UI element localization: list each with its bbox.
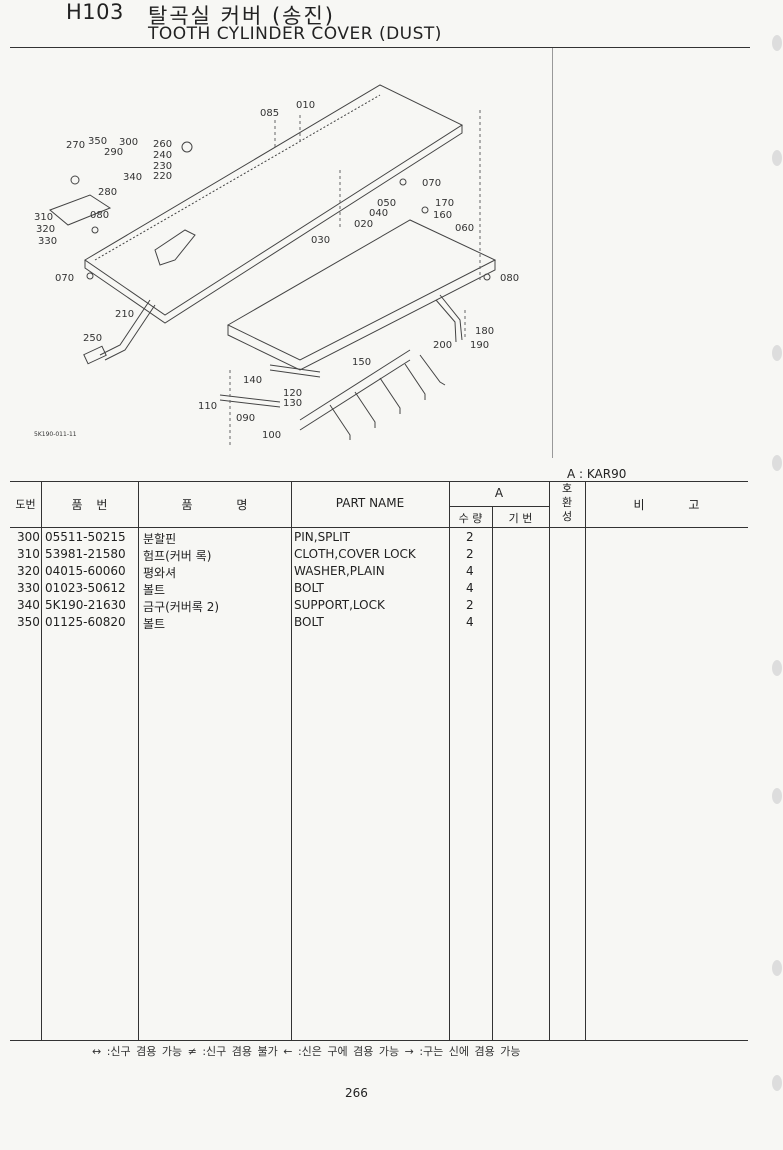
callout: 190	[470, 340, 489, 351]
callout: 040	[369, 208, 388, 219]
header-no: 도번	[15, 498, 36, 511]
callout: 340	[123, 172, 142, 183]
callout: 070	[422, 178, 441, 189]
callout: 170	[435, 198, 454, 209]
table-bottom-rule	[10, 1040, 748, 1041]
callout: 260	[153, 139, 172, 150]
callout: 300	[119, 137, 138, 148]
binder-hole	[772, 455, 782, 471]
callout: 350	[88, 136, 107, 147]
callout: 150	[352, 357, 371, 368]
callout: 210	[115, 309, 134, 320]
callout: 310	[34, 212, 53, 223]
callout: 030	[311, 235, 330, 246]
callout: 110	[198, 401, 217, 412]
callout: 080	[90, 210, 109, 221]
table-top-rule	[10, 481, 748, 482]
table-header-rule	[10, 527, 748, 528]
diagram-divider	[552, 48, 553, 458]
header-rule	[10, 47, 750, 48]
callout: 020	[354, 219, 373, 230]
header-group-a: A	[494, 486, 504, 500]
header-interchange: 호환성	[561, 482, 573, 523]
header-remarks: 비 고	[633, 498, 700, 512]
diagram-callouts: 085 010 270 350 300 290 340 260 240 230 …	[34, 100, 519, 441]
callout: 080	[500, 273, 519, 284]
header-basic: 기 번	[508, 512, 533, 525]
callout: 085	[260, 108, 279, 119]
binder-hole	[772, 1075, 782, 1091]
model-label: A : KAR90	[567, 467, 627, 481]
page-number: 266	[345, 1086, 368, 1100]
callout: 240	[153, 150, 172, 161]
callout: 050	[377, 198, 396, 209]
binder-hole	[772, 660, 782, 676]
callout: 070	[55, 273, 74, 284]
catalog-code: H103	[66, 0, 124, 24]
callout: 120	[283, 388, 302, 399]
callout: 250	[83, 333, 102, 344]
binder-hole	[772, 150, 782, 166]
binder-hole	[772, 35, 782, 51]
header-name-ko: 품 명	[181, 498, 248, 512]
callout: 130	[283, 398, 302, 409]
callout: 180	[475, 326, 494, 337]
callout: 100	[262, 430, 281, 441]
callout: 290	[104, 147, 123, 158]
header-part-no: 품 번	[71, 498, 108, 512]
binder-hole	[772, 345, 782, 361]
callout: 140	[243, 375, 262, 386]
callout: 220	[153, 171, 172, 182]
header-part-name: PART NAME	[335, 496, 405, 510]
binder-hole	[772, 960, 782, 976]
callout: 320	[36, 224, 55, 235]
callout: 330	[38, 236, 57, 247]
main-cover-shape	[84, 84, 464, 316]
binder-hole	[772, 788, 782, 804]
callout: 010	[296, 100, 315, 111]
callout: 280	[98, 187, 117, 198]
compatibility-legend: ↔ :신구 겸용 가능 ≠ :신구 겸용 불가 ← :신은 구에 겸용 가능 →…	[92, 1045, 521, 1058]
diagram-code: 5K190-011-11	[34, 431, 77, 438]
callout: 230	[153, 161, 172, 172]
page-title-english: TOOTH CYLINDER COVER (DUST)	[148, 24, 442, 44]
group-a-rule	[449, 506, 549, 507]
callout: 090	[236, 413, 255, 424]
callout: 200	[433, 340, 452, 351]
page-title-korean: 탈곡실 커버 (송진)	[148, 4, 335, 28]
callout: 160	[433, 210, 452, 221]
exploded-parts-diagram: 085 010 270 350 300 290 340 260 240 230 …	[34, 84, 519, 445]
callout: 270	[66, 140, 85, 151]
header-qty: 수 량	[458, 512, 483, 525]
callout: 060	[455, 223, 474, 234]
